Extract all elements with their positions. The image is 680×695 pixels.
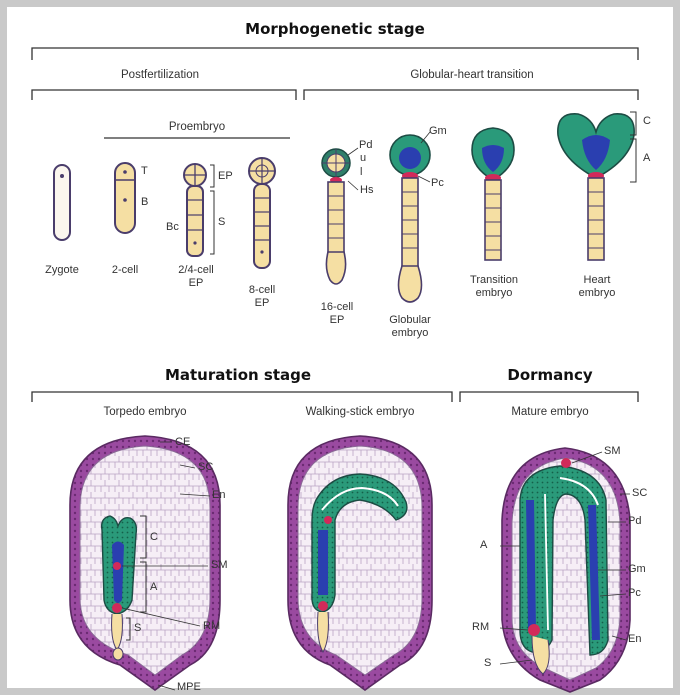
transition-embryo (472, 128, 514, 260)
caption-two-four-cell-ep: 2/4-cell EP (178, 264, 213, 290)
torpedo-seed (70, 436, 220, 690)
label-mature-procambium: Pc (628, 587, 641, 600)
label-mature-endosperm: En (628, 633, 641, 646)
heart-embryo (558, 112, 636, 260)
mature-seed (500, 448, 630, 692)
label-mature-suspensor: S (484, 657, 491, 670)
label-mature-root-meristem: RM (472, 621, 489, 634)
label-suspensor: S (218, 216, 225, 229)
bracket-postfertilization (32, 90, 296, 100)
caption-transition-embryo: Transition embryo (470, 274, 518, 300)
label-torpedo-cotyledon: C (150, 531, 158, 544)
label-terminal-cell: T (141, 165, 148, 178)
label-basal-cell: B (141, 196, 148, 209)
label-procambium: Pc (431, 177, 444, 190)
label-mature-axis: A (480, 539, 487, 552)
label-axis: A (643, 152, 650, 165)
label-protoderm-pd: Pd (359, 139, 372, 152)
zygote-cell (54, 165, 70, 240)
bracket-globular-heart (304, 90, 638, 100)
label-embryo-proper: EP (218, 170, 233, 183)
caption-sixteen-cell-ep: 16-cell EP (321, 301, 353, 327)
label-seed-coat: SC (198, 461, 213, 474)
label-endosperm: En (212, 489, 225, 502)
label-micropylar-endosperm: MPE (177, 681, 201, 694)
caption-heart-embryo: Heart embryo (579, 274, 616, 300)
label-mature-seed-coat: SC (632, 487, 647, 500)
walking-stick-seed (288, 436, 432, 690)
subheading-mature-embryo: Mature embryo (511, 406, 588, 418)
caption-zygote: Zygote (45, 264, 79, 277)
two-four-cell-ep (184, 164, 214, 256)
label-mature-protoderm: Pd (628, 515, 641, 528)
subheading-globular-heart-transition: Globular-heart transition (410, 69, 533, 81)
label-cuticle-epidermis: CE (175, 436, 190, 449)
caption-globular-embryo: Globular embryo (389, 314, 431, 340)
subheading-torpedo-embryo: Torpedo embryo (103, 406, 186, 418)
subheading-walking-stick-embryo: Walking-stick embryo (306, 406, 415, 418)
bracket-maturation (32, 392, 452, 402)
eight-cell-ep (249, 158, 275, 268)
bracket-dormancy (460, 392, 638, 402)
label-ground-meristem: Gm (429, 125, 447, 138)
caption-eight-cell-ep: 8-cell EP (249, 284, 275, 310)
label-cotyledon: C (643, 115, 651, 128)
caption-two-cell: 2-cell (112, 264, 138, 277)
label-shoot-meristem: SM (211, 559, 228, 572)
heading-maturation-stage: Maturation stage (165, 366, 311, 384)
label-upper-tier: u (360, 152, 366, 165)
label-mature-shoot-meristem: SM (604, 445, 621, 458)
globular-embryo (390, 132, 430, 302)
sixteen-cell-ep (322, 148, 358, 284)
label-hypophysis: Hs (360, 184, 373, 197)
label-root-meristem: RM (203, 620, 220, 633)
label-lower-tier: l (360, 166, 362, 179)
label-torpedo-suspensor: S (134, 622, 141, 635)
bracket-morphogenetic (32, 48, 638, 60)
subheading-proembryo: Proembryo (169, 121, 225, 133)
heading-dormancy: Dormancy (507, 366, 592, 384)
subheading-postfertilization: Postfertilization (121, 69, 199, 81)
heading-morphogenetic-stage: Morphogenetic stage (245, 20, 425, 38)
label-basal-cell-bc: Bc (166, 221, 179, 234)
label-mature-ground-meristem: Gm (628, 563, 646, 576)
label-torpedo-axis: A (150, 581, 157, 594)
two-cell-proembryo (115, 163, 135, 233)
